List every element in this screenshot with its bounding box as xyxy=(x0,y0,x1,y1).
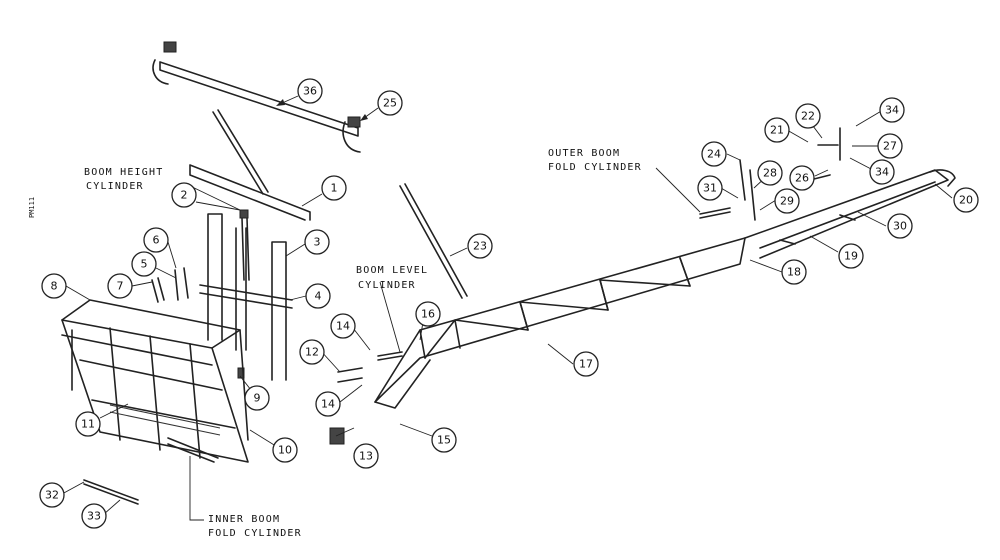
svg-text:27: 27 xyxy=(883,140,897,153)
callout-34-lower: 34 xyxy=(869,159,895,185)
svg-text:3: 3 xyxy=(314,236,321,249)
svg-text:6: 6 xyxy=(153,234,160,247)
inner-fold-cylinder xyxy=(167,437,219,463)
light-right xyxy=(347,116,361,128)
svg-text:16: 16 xyxy=(421,308,435,321)
callout-9: 9 xyxy=(244,385,270,411)
callout-23: 23 xyxy=(467,233,493,259)
svg-text:30: 30 xyxy=(893,220,907,233)
svg-text:34: 34 xyxy=(875,166,889,179)
callout-14-lower: 14 xyxy=(315,391,341,417)
boom-truss xyxy=(374,237,746,409)
label-boom-level-2: CYLINDER xyxy=(358,280,416,291)
svg-text:12: 12 xyxy=(305,346,319,359)
callout-33: 33 xyxy=(81,503,107,529)
label-boom-height-1: BOOM HEIGHT xyxy=(84,167,163,178)
svg-text:21: 21 xyxy=(770,124,784,137)
callout-21: 21 xyxy=(764,117,790,143)
label-inner-fold-2: FOLD CYLINDER xyxy=(208,528,302,539)
callout-29: 29 xyxy=(774,188,800,214)
callout-3: 3 xyxy=(304,229,330,255)
svg-text:26: 26 xyxy=(795,172,809,185)
carriage-frame xyxy=(61,299,249,463)
boom-level-hardware xyxy=(329,351,403,445)
svg-text:28: 28 xyxy=(763,167,777,180)
svg-text:36: 36 xyxy=(303,85,317,98)
callout-15: 15 xyxy=(431,427,457,453)
nozzle-strip xyxy=(83,479,139,505)
callout-27: 27 xyxy=(877,133,903,159)
callout-28: 28 xyxy=(757,160,783,186)
svg-text:33: 33 xyxy=(87,510,101,523)
svg-text:29: 29 xyxy=(780,195,794,208)
callout-25: 25 xyxy=(377,90,403,116)
svg-text:22: 22 xyxy=(801,110,815,123)
svg-text:9: 9 xyxy=(254,392,261,405)
callout-32: 32 xyxy=(39,482,65,508)
mast-assembly xyxy=(151,213,293,381)
svg-text:32: 32 xyxy=(45,489,59,502)
label-outer-fold-2: FOLD CYLINDER xyxy=(548,162,642,173)
svg-text:17: 17 xyxy=(579,358,593,371)
label-boom-height-2: CYLINDER xyxy=(86,181,144,192)
label-outer-fold-1: OUTER BOOM xyxy=(548,148,620,159)
callout-26: 26 xyxy=(789,165,815,191)
label-inner-fold-1: INNER BOOM xyxy=(208,514,280,525)
boom-height-cylinder xyxy=(239,209,250,281)
callout-30: 30 xyxy=(887,213,913,239)
svg-text:34: 34 xyxy=(885,104,899,117)
callout-2: 2 xyxy=(171,182,197,208)
callout-12: 12 xyxy=(299,339,325,365)
svg-text:11: 11 xyxy=(81,418,95,431)
callout-5: 5 xyxy=(131,251,157,277)
svg-text:31: 31 xyxy=(703,182,717,195)
svg-text:14: 14 xyxy=(336,320,350,333)
callout-11: 11 xyxy=(75,411,101,437)
callout-34-upper: 34 xyxy=(879,97,905,123)
page-code: PM111 xyxy=(28,197,36,218)
outer-fold-linkage xyxy=(699,127,841,221)
callout-17: 17 xyxy=(573,351,599,377)
callout-13: 13 xyxy=(353,443,379,469)
callout-22: 22 xyxy=(795,103,821,129)
callout-19: 19 xyxy=(838,243,864,269)
callout-14-upper: 14 xyxy=(330,313,356,339)
lift-bar xyxy=(189,109,311,221)
svg-text:23: 23 xyxy=(473,240,487,253)
svg-text:2: 2 xyxy=(181,189,188,202)
svg-text:18: 18 xyxy=(787,266,801,279)
svg-text:8: 8 xyxy=(51,280,58,293)
svg-text:13: 13 xyxy=(359,450,373,463)
callout-20: 20 xyxy=(953,187,979,213)
svg-text:1: 1 xyxy=(331,182,338,195)
outer-boom xyxy=(744,169,956,259)
callout-16: 16 xyxy=(415,301,441,327)
callout-18: 18 xyxy=(781,259,807,285)
svg-text:7: 7 xyxy=(117,280,124,293)
light-left xyxy=(163,41,177,53)
label-boom-level-1: BOOM LEVEL xyxy=(356,265,428,276)
svg-text:5: 5 xyxy=(141,258,148,271)
callout-7: 7 xyxy=(107,273,133,299)
callout-31: 31 xyxy=(697,175,723,201)
svg-text:24: 24 xyxy=(707,148,721,161)
svg-text:14: 14 xyxy=(321,398,335,411)
light-bar xyxy=(152,41,361,153)
callout-8: 8 xyxy=(41,273,67,299)
svg-text:20: 20 xyxy=(959,194,973,207)
callout-10: 10 xyxy=(272,437,298,463)
callout-1: 1 xyxy=(321,175,347,201)
svg-text:10: 10 xyxy=(278,444,292,457)
callout-leaders xyxy=(61,95,953,515)
svg-text:15: 15 xyxy=(437,434,451,447)
callout-24: 24 xyxy=(701,141,727,167)
loose-bar xyxy=(399,183,468,299)
svg-text:4: 4 xyxy=(315,290,322,303)
callout-36: 36 xyxy=(297,78,323,104)
svg-text:25: 25 xyxy=(383,97,397,110)
callout-4: 4 xyxy=(305,283,331,309)
svg-text:19: 19 xyxy=(844,250,858,263)
callout-6: 6 xyxy=(143,227,169,253)
